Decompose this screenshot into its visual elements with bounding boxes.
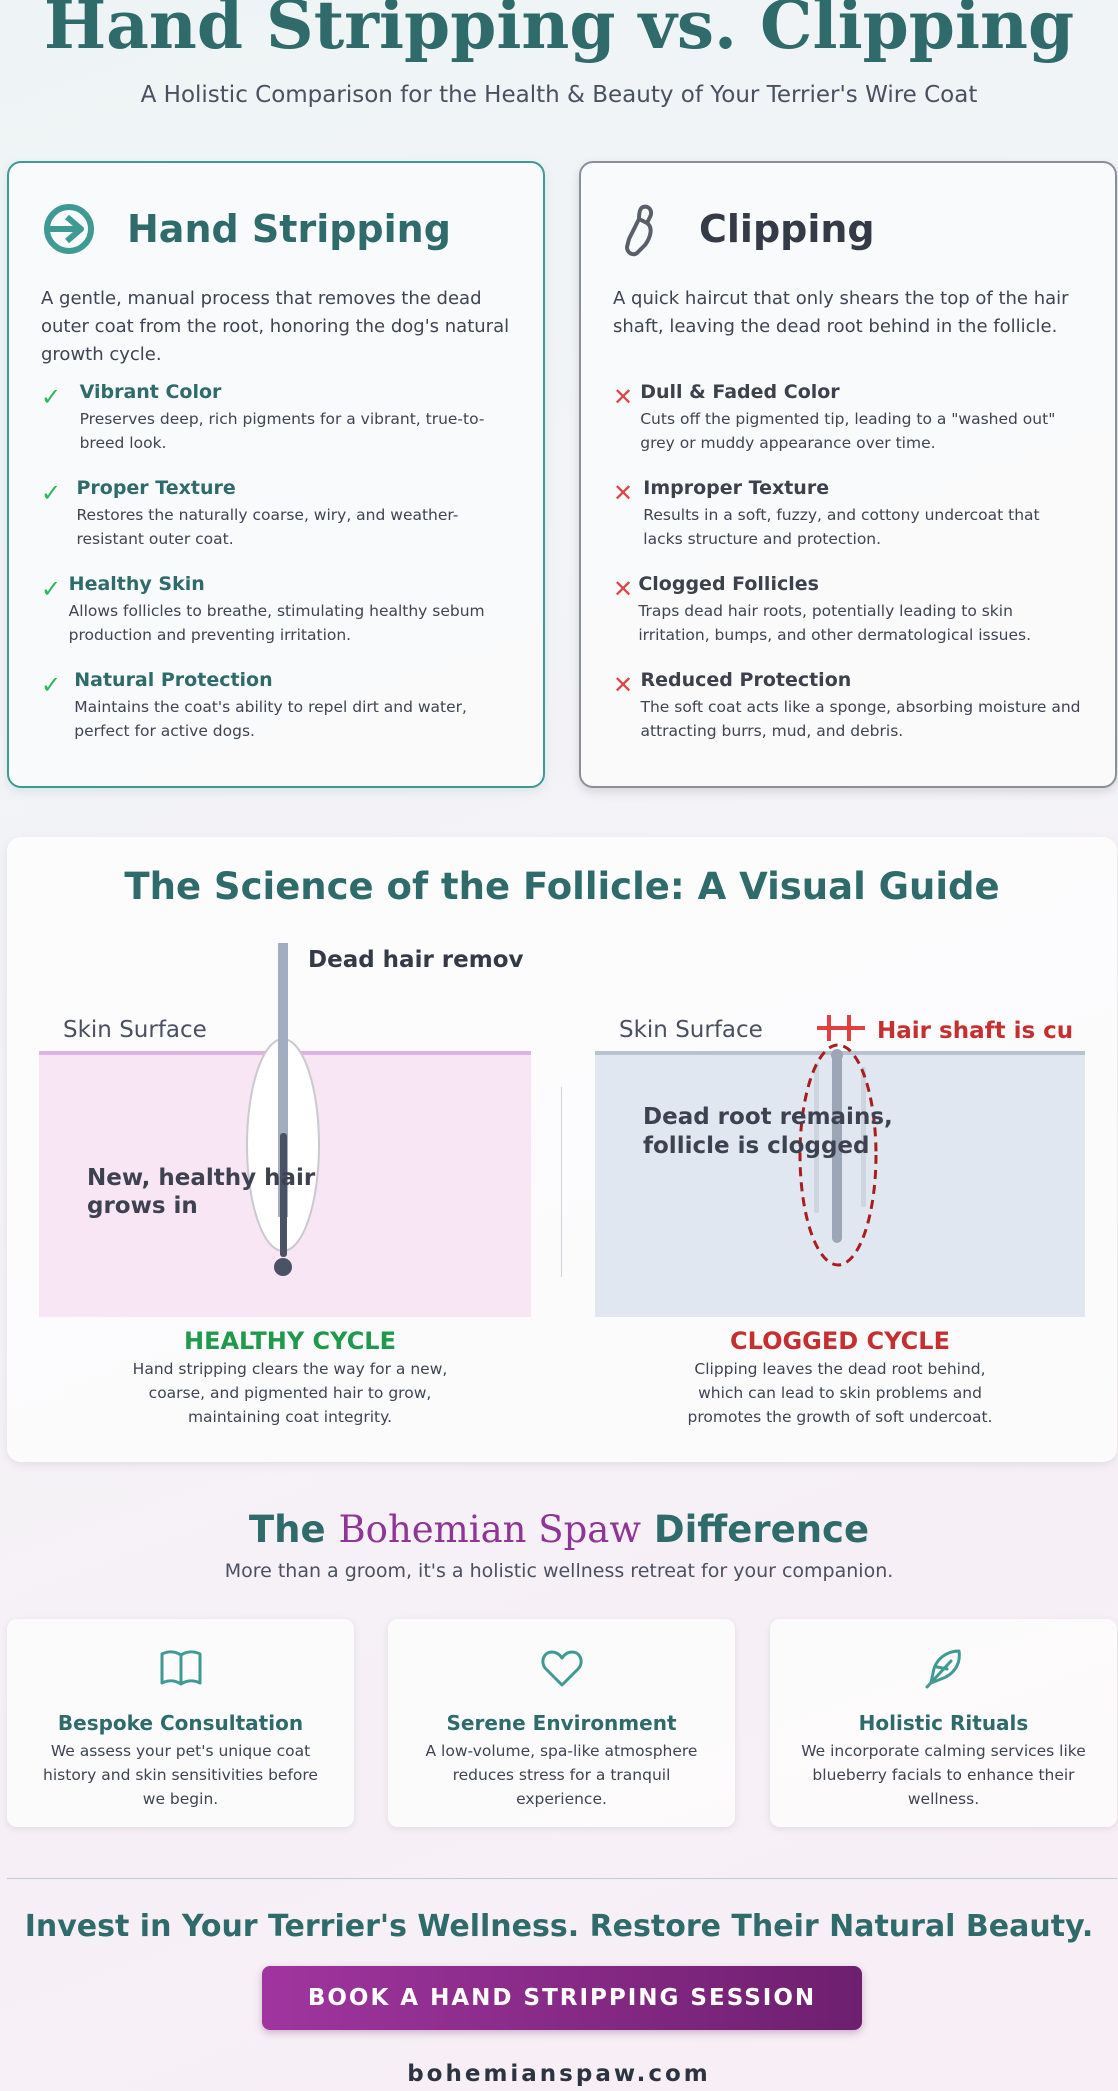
skin-surface-label: Skin Surface: [619, 1017, 763, 1043]
feature-title: Bespoke Consultation: [57, 1711, 304, 1735]
hair-cut-label: Hair shaft is cu: [877, 1018, 1073, 1044]
benefit-title: Proper Texture: [76, 477, 236, 499]
difference-subtitle: More than a groom, it's a holistic welln…: [224, 1560, 894, 1582]
feature-title: Serene Environment: [446, 1711, 677, 1735]
new-hair-label-line2: grows in: [87, 1193, 198, 1219]
clipping-card: Clipping A quick haircut that only shear…: [579, 161, 1117, 788]
clogged-cycle-text: Clipping leaves the dead root behind, wh…: [687, 1360, 993, 1426]
benefit-text: Restores the naturally coarse, wiry, and…: [76, 506, 459, 548]
dead-root-shaft: [832, 1053, 842, 1243]
dead-hair-shaft: [278, 943, 288, 1217]
skin-surface-label: Skin Surface: [63, 1017, 207, 1043]
feature-text: We assess your pet's unique coat history…: [43, 1742, 318, 1808]
new-hair-shaft: [280, 1133, 287, 1257]
clipping-description: A quick haircut that only shears the top…: [613, 288, 1069, 337]
drawback-text: Traps dead hair roots, potentially leadi…: [638, 602, 1032, 644]
difference-title-post: Difference: [641, 1508, 870, 1551]
feature-text: We incorporate calming services like blu…: [801, 1742, 1086, 1808]
feature-card-rituals: Holistic Rituals We incorporate calming …: [770, 1619, 1117, 1827]
checkmark-icon: ✓: [41, 383, 62, 411]
new-hair-label-line1: New, healthy hair: [87, 1165, 316, 1191]
feature-card-consultation: Bespoke Consultation We assess your pet'…: [7, 1619, 354, 1827]
brand-name: Bohemian Spaw: [338, 1508, 642, 1551]
benefit-title: Vibrant Color: [79, 381, 222, 403]
checkmark-icon: ✓: [41, 479, 62, 507]
open-book-icon: [160, 1650, 201, 1686]
hand-stripping-card: Hand Stripping A gentle, manual process …: [7, 161, 545, 788]
drawback-text: The soft coat acts like a sponge, absorb…: [640, 698, 1081, 740]
cta-title: Invest in Your Terrier's Wellness. Resto…: [24, 1909, 1094, 1944]
drawback-text: Results in a soft, fuzzy, and cottony un…: [643, 506, 1040, 548]
clogged-follicle-diagram: Skin Surface Hair shaft is cu Dead root …: [595, 1015, 1085, 1317]
clipper-icon: [625, 204, 654, 257]
checkmark-icon: ✓: [41, 575, 62, 603]
cross-icon: ✕: [613, 383, 634, 411]
heart-icon: [540, 1650, 583, 1687]
difference-title-pre: The: [248, 1508, 339, 1551]
drawback-title: Improper Texture: [643, 477, 830, 499]
dead-hair-removed-label: Dead hair remov: [308, 947, 524, 973]
benefit-title: Natural Protection: [74, 669, 273, 691]
clogged-follicle-outline: [798, 1043, 878, 1267]
dead-root-label-line1: Dead root remains,: [643, 1104, 893, 1130]
feature-card-environment: Serene Environment A low-volume, spa-lik…: [388, 1619, 735, 1827]
cross-icon: ✕: [613, 575, 634, 603]
diagram-divider: [561, 1087, 562, 1277]
healthy-follicle-diagram: Skin Surface Dead hair remov New, health…: [39, 943, 531, 1317]
dead-root-label-line2: follicle is clogged: [643, 1133, 869, 1159]
page-subtitle: A Holistic Comparison for the Health & B…: [140, 82, 978, 108]
page-title: Hand Stripping vs. Clipping: [43, 0, 1075, 64]
drawback-title: Reduced Protection: [640, 669, 852, 691]
feather-icon: [925, 1649, 961, 1689]
drawback-title: Dull & Faded Color: [640, 381, 840, 403]
drawback-title: Clogged Follicles: [638, 573, 819, 595]
feature-title: Holistic Rituals: [858, 1711, 1029, 1735]
hand-stripping-description: A gentle, manual process that removes th…: [41, 288, 510, 365]
follicle-science-section: The Science of the Follicle: A Visual Gu…: [7, 837, 1117, 1462]
cut-shaft-tip: [831, 1049, 843, 1061]
undercoat-hair: [861, 1067, 866, 1207]
benefit-text: Preserves deep, rich pigments for a vibr…: [79, 410, 485, 452]
feature-text: A low-volume, spa-like atmosphere reduce…: [425, 1742, 698, 1808]
hair-root-bulb: [274, 1258, 292, 1276]
benefit-text: Allows follicles to breathe, stimulating…: [68, 602, 485, 644]
drawback-text: Cuts off the pigmented tip, leading to a…: [640, 410, 1056, 452]
difference-title: The Bohemian Spaw Difference: [0, 1508, 1118, 1551]
benefit-title: Healthy Skin: [68, 573, 205, 595]
checkmark-icon: ✓: [41, 671, 62, 699]
cross-icon: ✕: [613, 671, 634, 699]
section-divider: [7, 1878, 1117, 1879]
healthy-cycle-text: Hand stripping clears the way for a new,…: [132, 1360, 448, 1426]
healthy-cycle-label: HEALTHY CYCLE: [183, 1327, 396, 1355]
undercoat-hair: [814, 1063, 819, 1213]
hand-stripping-title: Hand Stripping: [127, 207, 451, 251]
clipping-title: Clipping: [699, 207, 875, 251]
science-title: The Science of the Follicle: A Visual Gu…: [124, 865, 1000, 908]
clogged-cycle-label: CLOGGED CYCLE: [730, 1327, 950, 1355]
book-session-button[interactable]: BOOK A HAND STRIPPING SESSION: [262, 1966, 862, 2030]
benefit-text: Maintains the coat's ability to repel di…: [74, 698, 467, 740]
cross-icon: ✕: [613, 479, 634, 507]
website-link[interactable]: bohemianspaw.com: [407, 2061, 711, 2087]
hand-stripping-tool-icon: [44, 204, 94, 254]
cut-mark-icon: [817, 1015, 865, 1041]
